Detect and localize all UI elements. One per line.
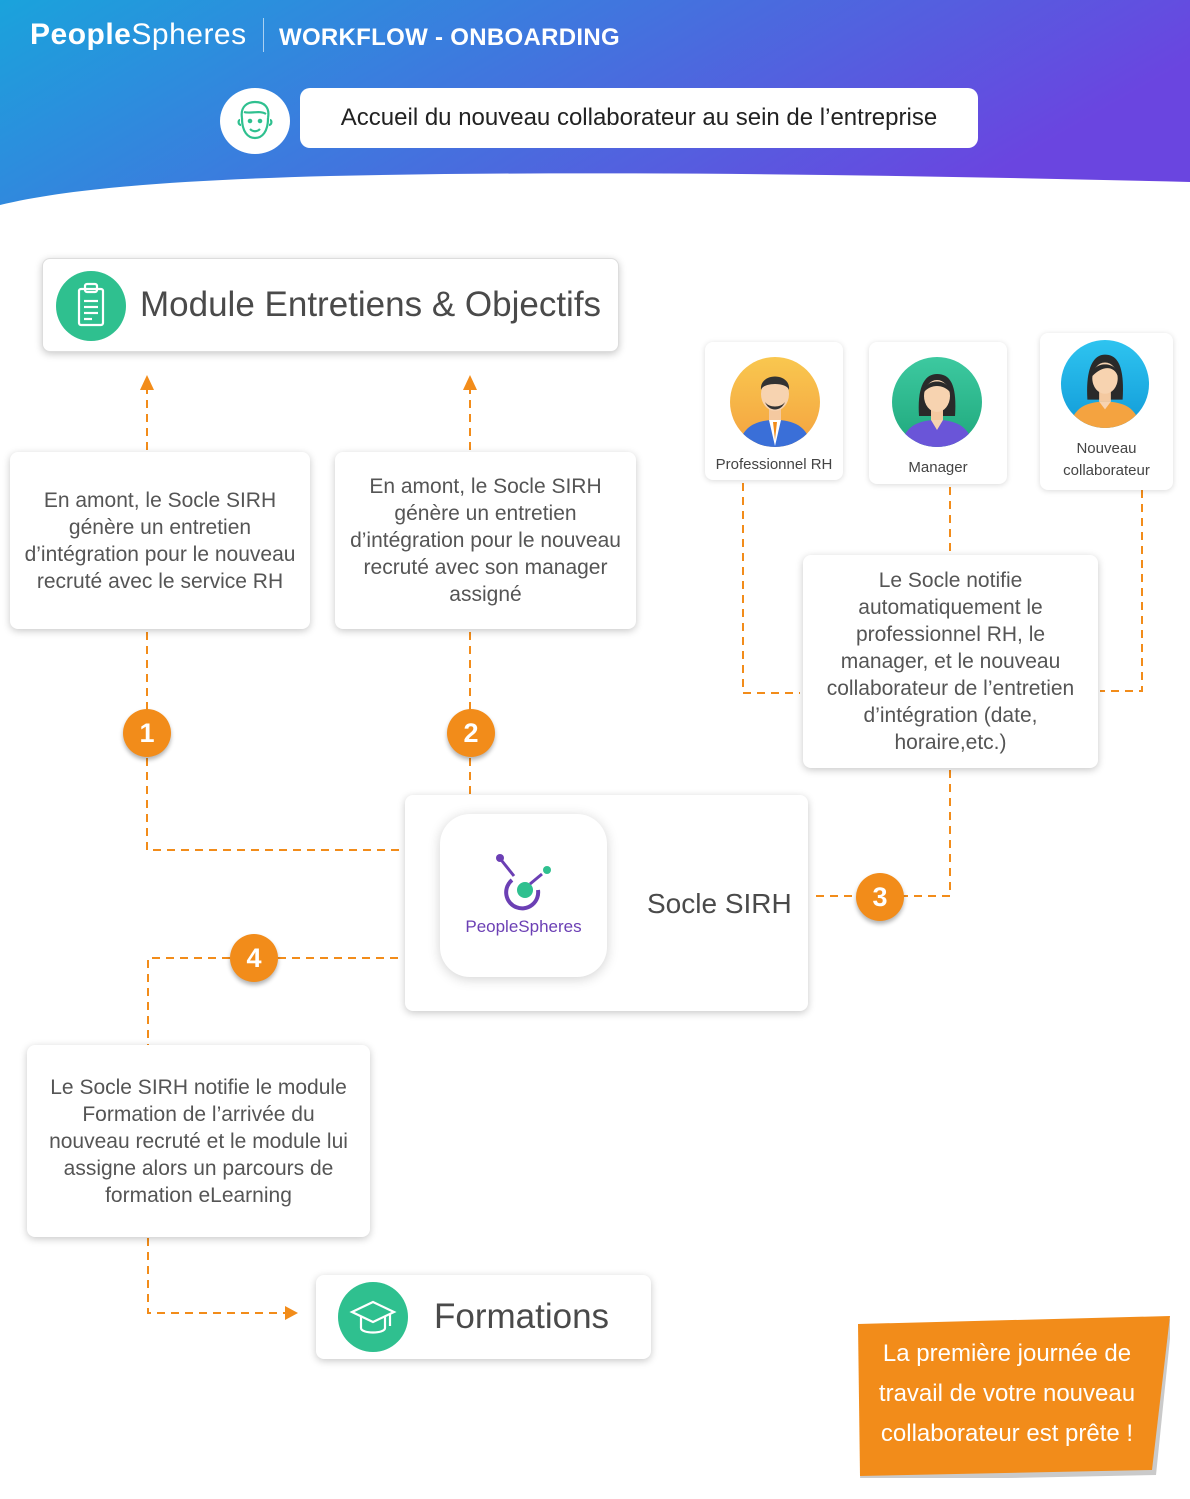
graduation-cap-icon (349, 1300, 397, 1334)
person-label-new-employee-line1: Nouveau (1076, 440, 1137, 457)
workflow-title: WORKFLOW - ONBOARDING (279, 24, 620, 51)
clipboard-icon (77, 282, 105, 327)
conclusion-line3: collaborateur est prête ! (880, 1420, 1134, 1447)
conclusion-line2: travail de votre nouveau (878, 1380, 1136, 1407)
step-number-3: 3 (856, 873, 904, 921)
header-divider (263, 18, 264, 52)
logo-text-bold: People (30, 18, 132, 51)
step-number-1: 1 (123, 709, 171, 757)
peoplespheres-logo-text: PeopleSpheres (465, 917, 582, 936)
person-label-new-employee: Nouveau collaborateur (1040, 438, 1173, 482)
peoplespheres-logo-card (440, 814, 607, 977)
new-employee-avatar-icon (1060, 339, 1150, 429)
hr-professional-avatar-icon (730, 357, 820, 447)
step-number-2: 2 (447, 709, 495, 757)
module-entretiens-box (42, 258, 619, 352)
step3-description: Le Socle notifie automatiquement le prof… (803, 555, 1098, 768)
formations-title: Formations (434, 1297, 610, 1336)
conclusion-line1: La première journée de (882, 1340, 1132, 1367)
clipboard-icon-container (56, 271, 126, 341)
step-number-4: 4 (230, 934, 278, 982)
person-label-hr: Professionnel RH (715, 456, 833, 473)
step2-description: En amont, le Socle SIRH génère un entret… (335, 452, 636, 629)
peoplespheres-logo: PeopleSpheres (30, 18, 247, 52)
workflow-subtitle: Accueil du nouveau collaborateur au sein… (300, 88, 978, 148)
step4-description: Le Socle SIRH notifie le module Formatio… (27, 1045, 370, 1237)
manager-avatar-icon (892, 357, 982, 447)
face-icon-container (220, 88, 290, 154)
logo-text-thin: Spheres (131, 18, 247, 51)
person-label-manager: Manager (908, 459, 968, 476)
socle-sirh-label: Socle SIRH (647, 888, 792, 919)
person-card-hr: Professionnel RH (705, 342, 843, 480)
conclusion-text: La première journée de travail de votre … (866, 1334, 1148, 1454)
person-card-manager: Manager (869, 342, 1007, 484)
face-icon (237, 100, 273, 140)
peoplespheres-logo-icon (496, 854, 551, 911)
conclusion-banner (858, 1316, 1170, 1478)
step1-description: En amont, le Socle SIRH génère un entret… (10, 452, 310, 629)
person-card-new-employee: Nouveau collaborateur (1040, 333, 1173, 490)
person-label-new-employee-line2: collaborateur (1063, 462, 1150, 479)
graduation-cap-icon-container (338, 1282, 408, 1352)
module-entretiens-title: Module Entretiens & Objectifs (140, 285, 602, 324)
